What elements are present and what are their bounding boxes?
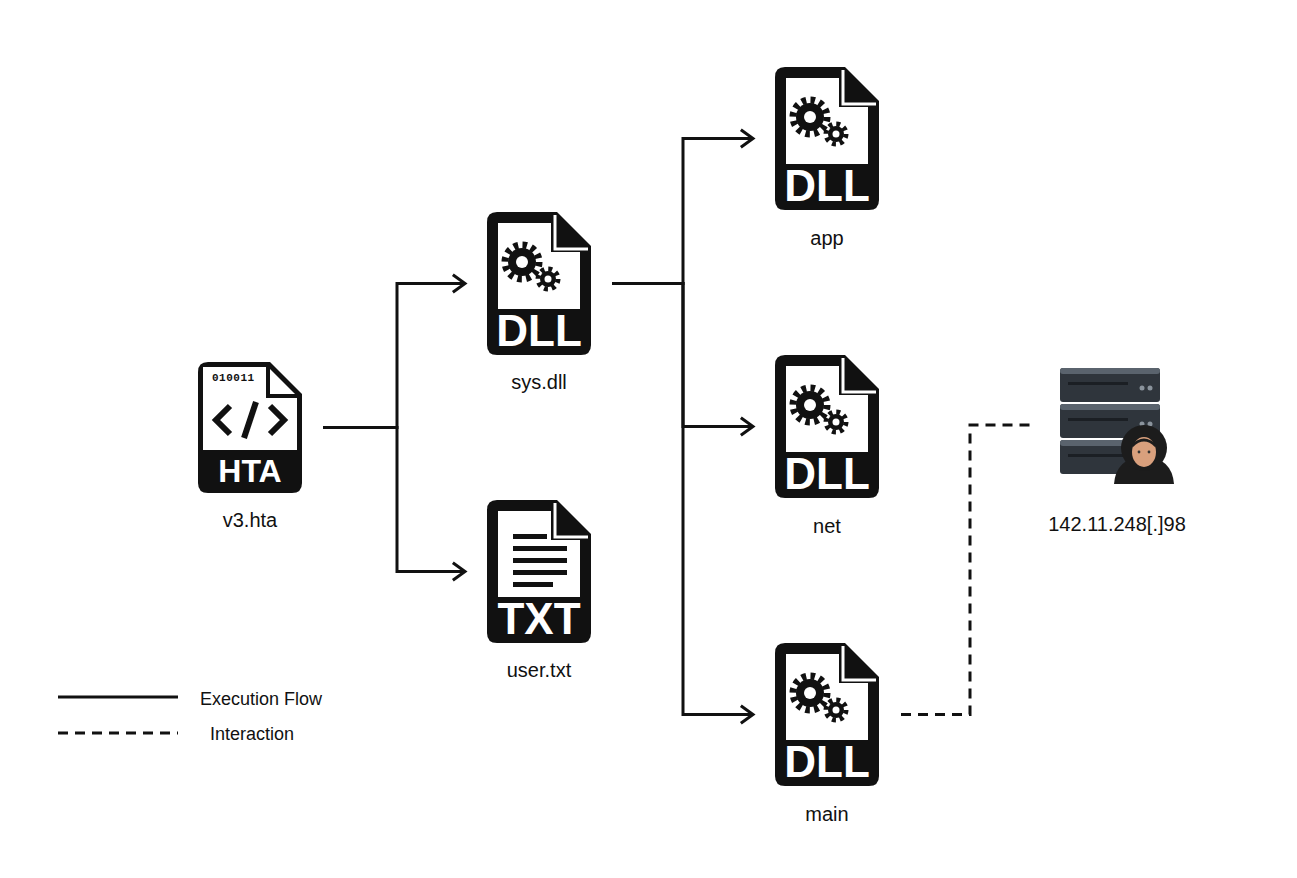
- legend-text: Execution Flow: [200, 688, 322, 710]
- node-label: app: [707, 226, 947, 250]
- legend-text: Interaction: [210, 723, 294, 745]
- server-node: 142.11.248[.]98: [1058, 366, 1176, 484]
- node-label: main: [707, 802, 947, 826]
- legend-sample-line: [58, 696, 178, 699]
- execution-arrow: [323, 428, 465, 581]
- node-label: v3.hta: [130, 508, 370, 532]
- execution-arrow: [612, 130, 753, 284]
- interaction-connector: [901, 425, 1034, 715]
- node-label: 142.11.248[.]98: [997, 512, 1237, 536]
- file-node: 010011HTAv3.hta: [198, 362, 302, 493]
- file-node: TXTuser.txt: [487, 500, 591, 643]
- execution-arrow: [323, 275, 465, 428]
- legend-sample-line: [58, 732, 178, 735]
- file-node: DLLsys.dll: [487, 212, 591, 355]
- file-node: DLLapp: [775, 67, 879, 210]
- node-label: sys.dll: [419, 370, 659, 394]
- file-type-label: DLL: [775, 451, 879, 497]
- file-node: DLLmain: [775, 643, 879, 786]
- file-type-label: HTA: [198, 453, 302, 489]
- file-type-label: DLL: [775, 163, 879, 209]
- binary-code-text: 010011: [212, 372, 255, 384]
- server-icon: [1058, 366, 1176, 484]
- file-type-label: TXT: [487, 596, 591, 642]
- node-label: user.txt: [419, 658, 659, 682]
- node-label: net: [707, 514, 947, 538]
- file-type-label: DLL: [775, 739, 879, 785]
- execution-arrow: [612, 284, 753, 724]
- file-node: DLLnet: [775, 355, 879, 498]
- file-type-label: DLL: [487, 308, 591, 354]
